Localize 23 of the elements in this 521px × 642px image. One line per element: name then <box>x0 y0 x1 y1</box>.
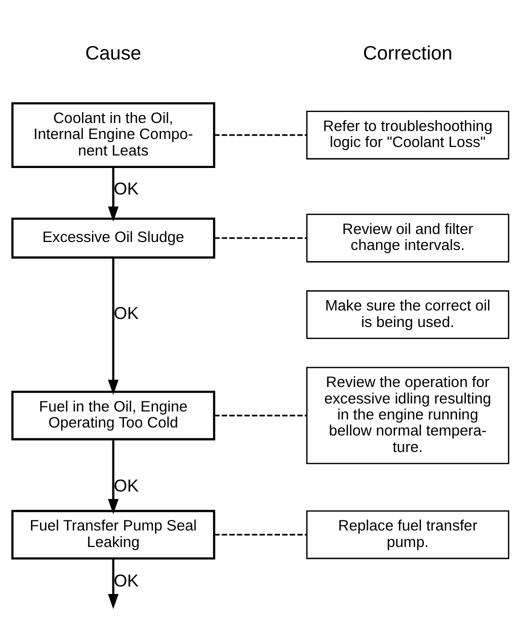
node-box: Coolant in the Oil, Internal Engine Compo- nent Leats <box>11 102 216 168</box>
node-box: Fuel in the Oil, Engine Operating Too Cold <box>11 390 216 440</box>
arrow <box>108 439 119 514</box>
node-box: Refer to troubleshoothing logic for "Coolant Loss" <box>306 110 510 160</box>
edge-label: OK <box>114 178 139 199</box>
node-box: Review oil and filter change intervals. <box>306 214 510 262</box>
node-box: Excessive Oil Sludge <box>11 218 216 259</box>
edge-label: OK <box>114 475 139 496</box>
node-box: Replace fuel transfer pump. <box>306 510 510 560</box>
label: Cause <box>85 42 142 64</box>
connector <box>214 534 307 536</box>
connector <box>214 414 307 416</box>
edge-label: OK <box>114 570 139 590</box>
connector <box>214 134 307 136</box>
node-box: Make sure the correct oil is being used. <box>306 290 510 340</box>
edge-label: OK <box>114 302 139 323</box>
connector <box>214 237 307 239</box>
arrow <box>108 558 119 610</box>
arrow <box>108 166 119 222</box>
node-box: Review the operation for excessive idling resulting in the engine running bellow normal tempera- ture. <box>306 366 510 464</box>
label: Correction <box>362 42 452 64</box>
arrow <box>108 258 119 395</box>
node-box: Fuel Transfer Pump Seal Leaking <box>11 510 216 560</box>
